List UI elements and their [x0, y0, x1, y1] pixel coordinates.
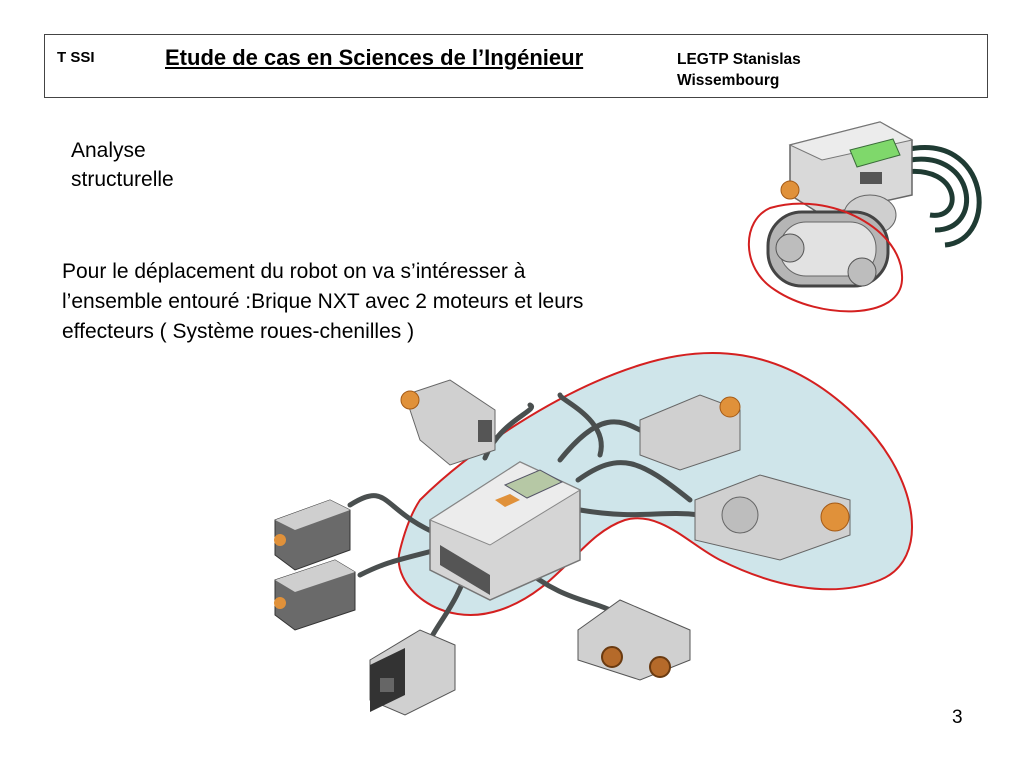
school-name: LEGTP Stanislas Wissembourg: [677, 49, 801, 91]
subtitle-line-1: Analyse: [71, 139, 146, 162]
touch-sensor-2: [274, 559, 356, 631]
school-line-2: Wissembourg: [677, 72, 780, 89]
body-paragraph: Pour le déplacement du robot on va s’int…: [62, 257, 583, 347]
school-line-1: LEGTP Stanislas: [677, 51, 801, 68]
body-line-3: effecteurs ( Système roues-chenilles ): [62, 320, 415, 343]
slide-title: Etude de cas en Sciences de l’Ingénieur: [165, 45, 584, 70]
motor-top-left: [400, 379, 496, 466]
section-subtitle: Analyse structurelle: [71, 136, 174, 194]
light-sensor: [369, 629, 456, 716]
slide-header: T SSI Etude de cas en Sciences de l’Ingé…: [44, 34, 988, 98]
touch-sensor-1: [274, 499, 351, 571]
body-line-2: l’ensemble entouré :Brique NXT avec 2 mo…: [62, 290, 584, 313]
body-line-1: Pour le déplacement du robot on va s’int…: [62, 260, 526, 283]
ultrasonic-sensor: [577, 599, 691, 681]
subtitle-line-2: structurelle: [71, 168, 174, 191]
page-number: 3: [952, 707, 963, 728]
robot-illustration: [747, 121, 982, 313]
motor-right-top: [639, 394, 741, 471]
nxt-kit-illustration: [274, 351, 913, 716]
class-label: T SSI: [57, 49, 95, 66]
motor-right-bottom: [694, 474, 851, 561]
